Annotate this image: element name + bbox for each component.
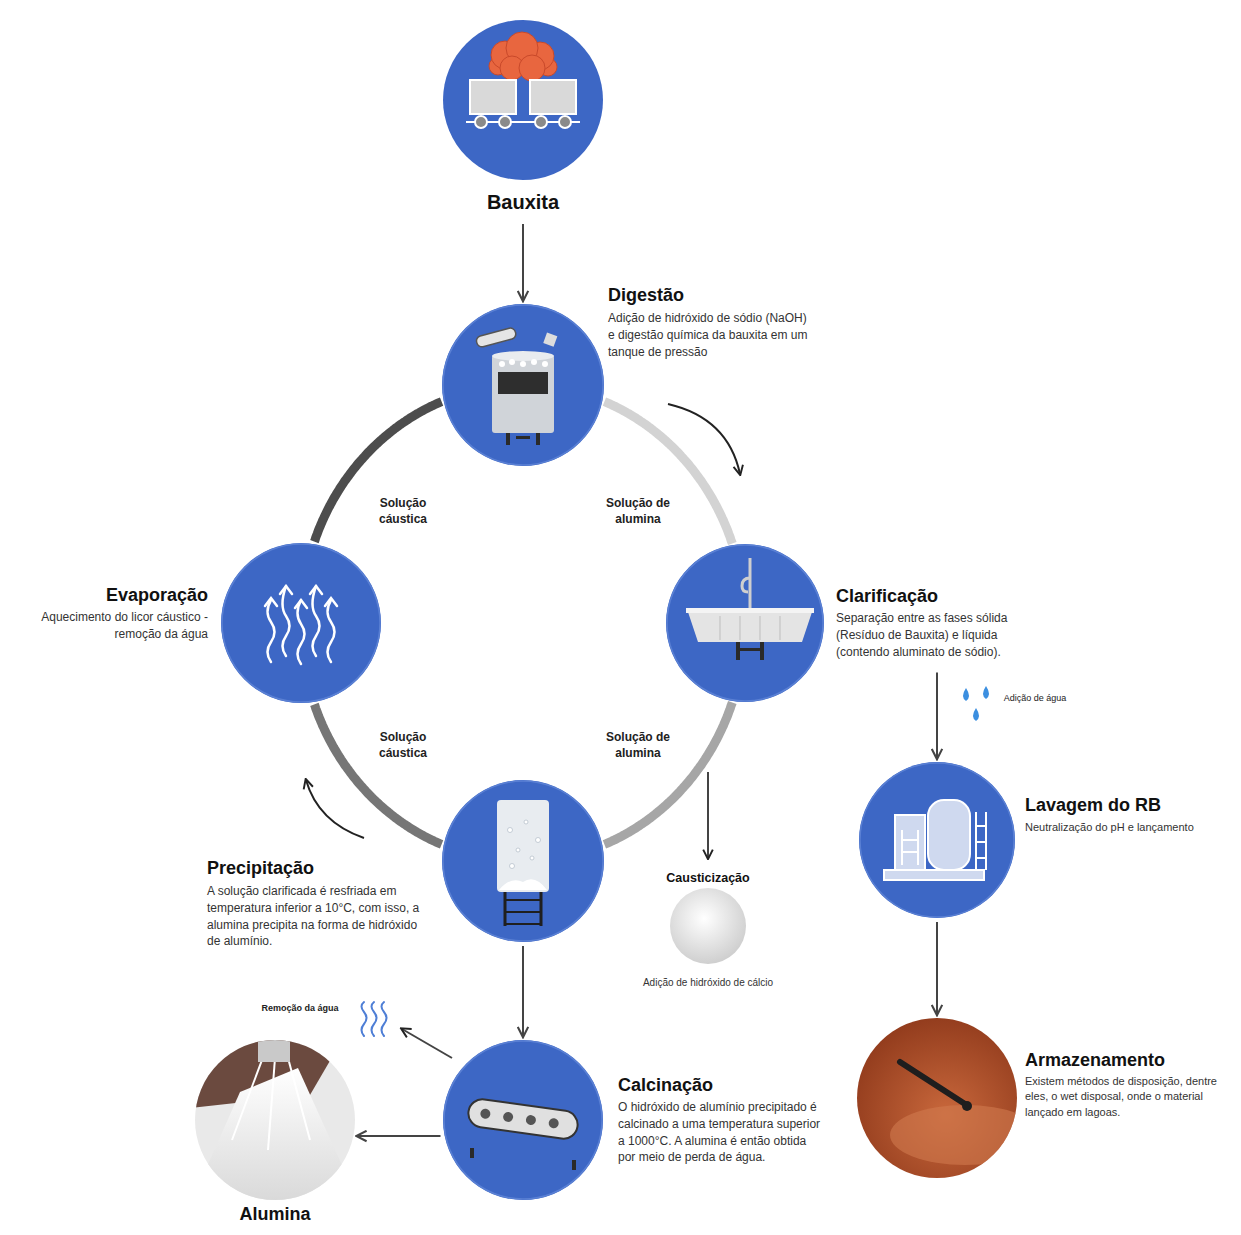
- direction-arrow: [668, 404, 740, 474]
- process-circle: PrecipitaçãoA solução clarificada é resf…: [442, 780, 604, 942]
- text-slot: Separação entre as fases sólida (Resíduo…: [836, 610, 1041, 660]
- cycle-arc: [604, 702, 732, 844]
- digester-icon: [475, 327, 557, 445]
- text-slot: Armazenamento: [1025, 1050, 1235, 1072]
- text-slot: Causticização: [628, 871, 788, 886]
- step-title: Calcinação: [618, 1075, 848, 1097]
- note-label: Remoção da água: [250, 1002, 350, 1014]
- flow-arrow: [936, 672, 938, 758]
- node-outline: [442, 780, 604, 942]
- label-slot: Solução de alumina: [598, 729, 678, 761]
- cycle-arc: [314, 704, 441, 844]
- process-circle: CausticizaçãoAdição de hidróxido de cálc…: [670, 888, 746, 964]
- flow-label: Solução de alumina: [598, 729, 678, 761]
- flow-arrow: [522, 224, 524, 300]
- vapour-arrow: [402, 1029, 452, 1058]
- steam-symbol: [362, 1002, 387, 1036]
- text-slot: Adição de hidróxido de cálcio: [638, 976, 778, 990]
- text-slot: Existem métodos de disposição, dentre el…: [1025, 1074, 1233, 1120]
- node-outline: [195, 1040, 355, 1200]
- process-circle: Lavagem do RBNeutralização do pH e lança…: [859, 762, 1015, 918]
- process-circle: Alumina: [195, 1040, 355, 1200]
- clarifier-icon: [686, 558, 814, 660]
- lime-powder: [670, 888, 746, 964]
- text-slot: A solução clarificada é resfriada em tem…: [207, 883, 432, 950]
- text-slot: Aquecimento do licor cáustico - remoção …: [28, 609, 208, 643]
- node-outline: [857, 1018, 1017, 1178]
- text-slot: Alumina: [175, 1204, 375, 1226]
- bauxite-icon: [466, 32, 580, 128]
- text-slot: Calcinação: [618, 1075, 848, 1097]
- storage-photo: [855, 1016, 1040, 1181]
- step-description: Aquecimento do licor cáustico - remoção …: [28, 609, 208, 643]
- step-description: Adição de hidróxido de cálcio: [638, 976, 778, 990]
- node-outline: [221, 543, 381, 703]
- branch-arrow: [707, 772, 709, 858]
- text-slot: Precipitação: [207, 858, 437, 880]
- text-slot: Adição de hidróxido de sódio (NaOH) e di…: [608, 310, 808, 360]
- text-slot: Evaporação: [8, 585, 208, 607]
- step-title: Armazenamento: [1025, 1050, 1235, 1072]
- flow-arrow: [358, 1135, 441, 1137]
- flow-arrow: [936, 922, 938, 1014]
- node-outline: [670, 888, 746, 964]
- precipitator-icon: [497, 800, 549, 926]
- process-circle: Bauxita: [443, 20, 603, 180]
- washer-icon: [884, 800, 986, 880]
- evaporation-icon: [265, 586, 337, 664]
- label-slot: Adição de água: [1000, 692, 1070, 704]
- label-slot: Solução de alumina: [598, 495, 678, 527]
- step-title: Alumina: [175, 1204, 375, 1226]
- node-outline: [666, 544, 824, 702]
- step-description: Separação entre as fases sólida (Resíduo…: [836, 610, 1041, 660]
- step-title: Clarificação: [836, 586, 1066, 608]
- node-outline: [859, 762, 1015, 918]
- flow-arrow: [522, 946, 524, 1036]
- step-description: Neutralização do pH e lançamento: [1025, 820, 1235, 835]
- flow-label: Adição de água: [1000, 692, 1070, 704]
- alumina-photo: [190, 1035, 360, 1205]
- step-title: Precipitação: [207, 858, 437, 880]
- process-circle: DigestãoAdição de hidróxido de sódio (Na…: [442, 304, 604, 466]
- text-slot: Bauxita: [423, 190, 623, 214]
- step-title: Digestão: [608, 285, 838, 307]
- water-drops: [963, 686, 989, 721]
- step-title: Bauxita: [423, 190, 623, 214]
- step-title: Evaporação: [8, 585, 208, 607]
- step-title: Lavagem do RB: [1025, 795, 1235, 817]
- direction-arrow: [306, 780, 364, 838]
- label-slot: Solução cáustica: [363, 495, 443, 527]
- label-slot: Remoção da água: [250, 1002, 350, 1014]
- text-slot: Neutralização do pH e lançamento: [1025, 820, 1235, 835]
- node-outline: [443, 1040, 603, 1200]
- process-circle: CalcinaçãoO hidróxido de alumínio precip…: [443, 1040, 603, 1200]
- step-description: A solução clarificada é resfriada em tem…: [207, 883, 432, 950]
- text-slot: Lavagem do RB: [1025, 795, 1235, 817]
- blue-circles: [221, 20, 1015, 1200]
- flow-label: Solução cáustica: [363, 729, 443, 761]
- text-slot: Clarificação: [836, 586, 1066, 608]
- text-slot: Digestão: [608, 285, 838, 307]
- node-outline: [442, 304, 604, 466]
- step-description: Existem métodos de disposição, dentre el…: [1025, 1074, 1233, 1120]
- label-slot: Solução cáustica: [363, 729, 443, 761]
- process-circle: EvaporaçãoAquecimento do licor cáustico …: [221, 543, 381, 703]
- process-circle: ClarificaçãoSeparação entre as fases sól…: [666, 544, 824, 702]
- step-description: Adição de hidróxido de sódio (NaOH) e di…: [608, 310, 808, 360]
- text-slot: O hidróxido de alumínio precipitado é ca…: [618, 1099, 823, 1166]
- step-title: Causticização: [628, 871, 788, 886]
- step-description: O hidróxido de alumínio precipitado é ca…: [618, 1099, 823, 1166]
- node-outline: [443, 20, 603, 180]
- process-circle: ArmazenamentoExistem métodos de disposiç…: [857, 1018, 1017, 1178]
- calciner-icon: [467, 1097, 580, 1170]
- flow-label: Solução de alumina: [598, 495, 678, 527]
- flow-label: Solução cáustica: [363, 495, 443, 527]
